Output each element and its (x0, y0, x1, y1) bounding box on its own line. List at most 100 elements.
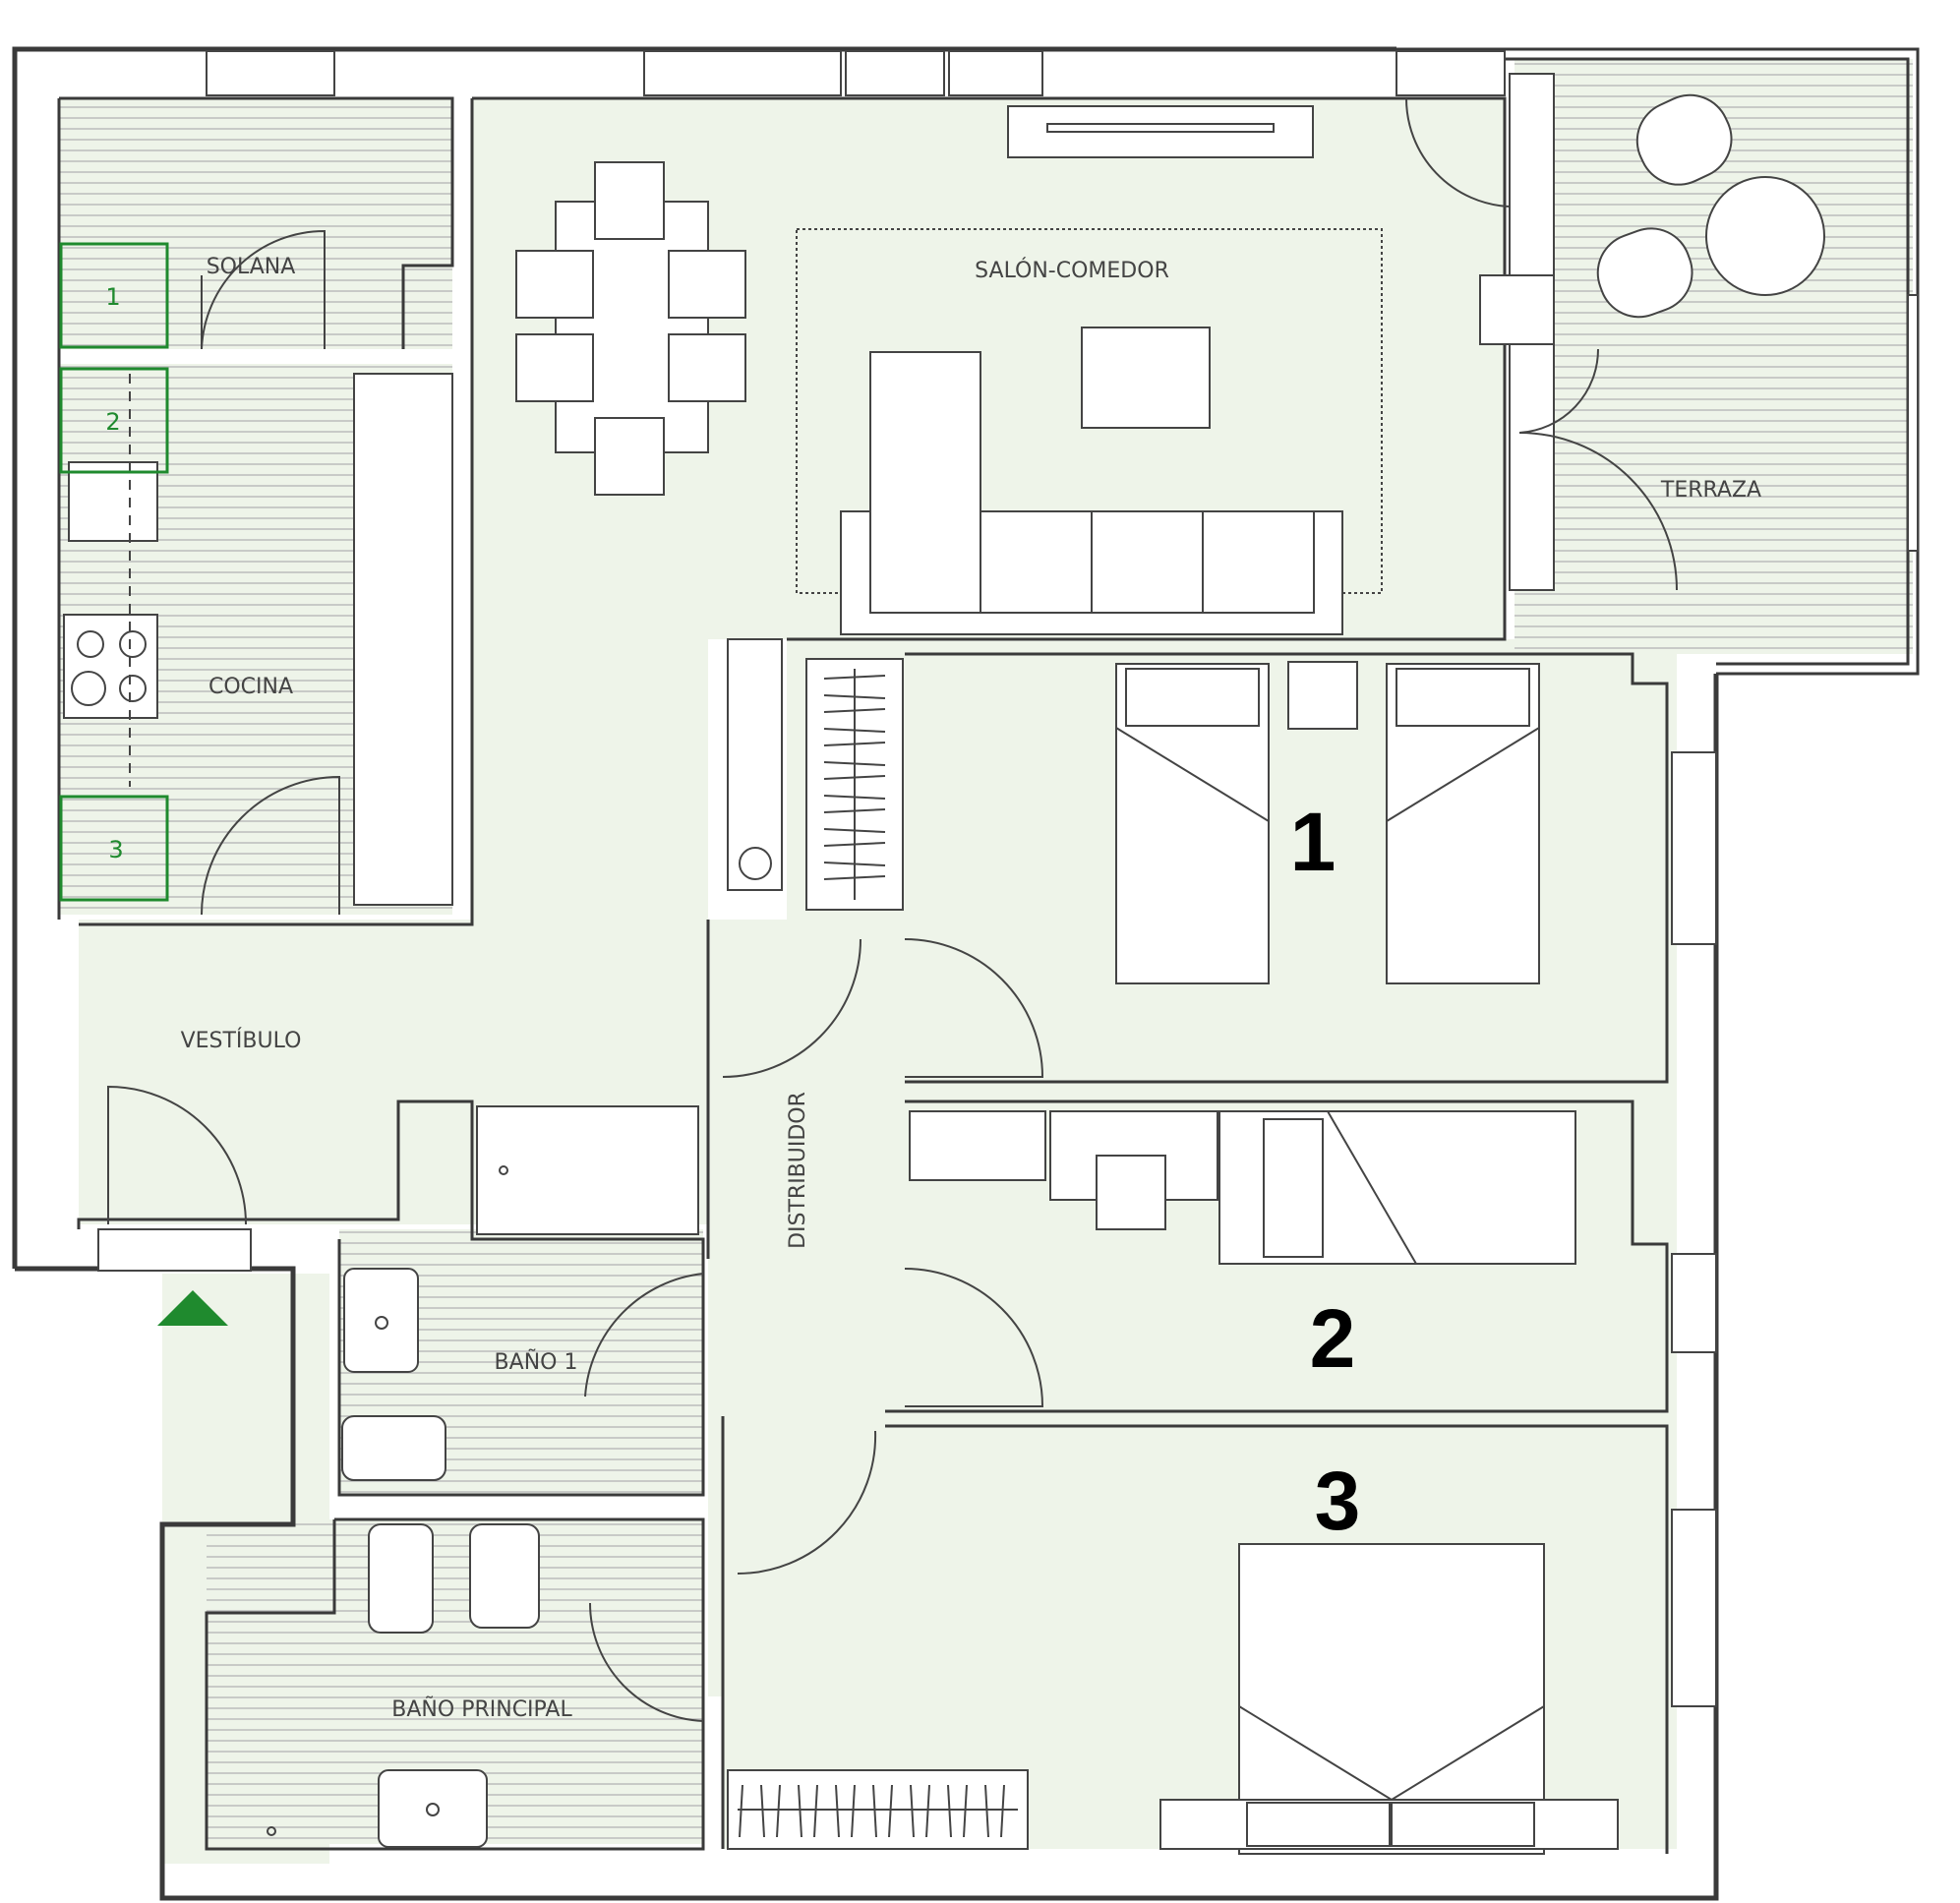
hanger-mark (823, 675, 886, 680)
burner-3 (71, 671, 106, 706)
hanger-mark (776, 1784, 781, 1838)
burner-1 (77, 630, 104, 658)
bed-2-fold (1327, 1110, 1417, 1265)
label-cocina: COCINA (208, 675, 293, 699)
door-bath-principal[interactable] (588, 1602, 704, 1722)
window-terrace-rail (1907, 294, 1919, 552)
walls (12, 46, 1920, 1901)
wall-salon-left (79, 98, 474, 926)
dining-chair-l1 (515, 250, 594, 319)
window-dorm2 (1671, 1253, 1717, 1353)
floor-distribuidor (718, 920, 905, 1696)
hanger-mark (823, 742, 886, 746)
dining-chair-bottom (594, 417, 665, 496)
hanger-mark (910, 1784, 915, 1838)
door-dorm1[interactable] (904, 938, 1044, 1078)
nightstand-1 (1287, 661, 1358, 730)
kitchen-marker-3-label: 3 (108, 836, 123, 863)
hanger-mark (925, 1784, 930, 1838)
bed-3-pillow-l (1246, 1802, 1391, 1847)
hanger-mark (823, 775, 886, 780)
toilet-p (368, 1523, 434, 1634)
sink-p (378, 1769, 488, 1848)
dining-chair-top (594, 161, 665, 240)
wall-bath1 (77, 1100, 705, 1497)
kitchen-marker-3[interactable] (59, 795, 169, 902)
kitchen-furniture (63, 373, 453, 906)
hanger-mark (823, 875, 886, 880)
door-terrace-side-2[interactable] (1518, 432, 1678, 591)
tv (1046, 123, 1275, 133)
wall-dorm3-outline (885, 1424, 1669, 1854)
window-terrace-pillar (1479, 274, 1555, 345)
floor-areas (59, 59, 1913, 1864)
shower-1 (476, 1105, 699, 1235)
hanger-mark (1000, 1784, 1005, 1838)
hanger-mark (739, 1784, 743, 1838)
door-terrace-side-1[interactable] (1518, 348, 1600, 434)
label-vestibulo: VESTÍBULO (181, 1028, 302, 1053)
door-dorm3[interactable] (737, 1430, 877, 1575)
hanger-mark (823, 694, 886, 699)
sink-p-drain (426, 1803, 440, 1816)
wall-dorm2-outline (885, 1100, 1669, 1413)
hanger-mark (984, 1784, 989, 1838)
floor-solana[interactable] (59, 98, 452, 349)
hanger-mark (760, 1784, 765, 1838)
coffee-table (1081, 327, 1211, 429)
room-labels: SOLANA COCINA VESTÍBULO SALÓN-COMEDOR TE… (181, 255, 1762, 1722)
wall-kitchen-top (59, 96, 454, 349)
shower-1-drain (499, 1165, 508, 1175)
kitchen-markers: 1 2 3 (59, 242, 228, 1326)
bedroom-number-3: 3 (1315, 1455, 1361, 1547)
dining-chair-r2 (668, 333, 746, 402)
door-bath1[interactable] (584, 1273, 704, 1398)
terrace-table (1705, 176, 1825, 296)
sofa-seat-2 (1091, 510, 1204, 614)
door-dorm2[interactable] (904, 1268, 1044, 1407)
doors (107, 97, 1678, 1722)
label-bano-principal: BAÑO PRINCIPAL (391, 1695, 572, 1722)
hanger-mark (947, 1784, 952, 1838)
wall-bathp (205, 1517, 705, 1851)
kitchen-counter (353, 373, 453, 906)
label-bano1: BAÑO 1 (495, 1348, 578, 1375)
dorm2-furniture (909, 1110, 1576, 1265)
hanger-mark (963, 1784, 968, 1838)
salon-furniture (515, 105, 1383, 635)
kitchen-marker-2[interactable] (59, 367, 169, 474)
label-terraza: TERRAZA (1660, 478, 1761, 503)
hanger-mark (798, 1784, 802, 1838)
hanger-mark (888, 1784, 893, 1838)
door-cocina[interactable] (201, 775, 340, 916)
entrance-triangle-icon[interactable] (157, 1290, 228, 1326)
burner-2 (119, 630, 147, 658)
kitchen-marker-1[interactable] (59, 242, 169, 349)
door-entrance[interactable] (107, 1085, 247, 1225)
hanger-mark (823, 728, 886, 733)
hanger-mark (851, 1784, 856, 1838)
hanger-mark (813, 1784, 818, 1838)
toilet-1 (341, 1415, 446, 1481)
bed-2-pillow (1263, 1118, 1324, 1258)
door-solana[interactable] (201, 229, 326, 350)
dorm1-furniture (727, 638, 1540, 984)
outer-wall-entrance-right (159, 674, 1719, 1901)
terrace-chair-2 (1596, 227, 1693, 319)
kitchen-stove (63, 614, 158, 719)
door-corridor-1[interactable] (722, 938, 861, 1078)
window-kitchen (206, 50, 335, 96)
dining-chair-l2 (515, 333, 594, 402)
bedroom-number-2: 2 (1310, 1292, 1356, 1385)
terrace-furniture (1596, 93, 1825, 319)
bed-1b-pillow (1396, 668, 1530, 727)
desk-left (909, 1110, 1046, 1181)
hanger-mark (823, 842, 886, 847)
bedroom-number-1: 1 (1290, 796, 1336, 888)
window-salon-1 (643, 50, 842, 96)
door-terrace-main[interactable] (1404, 97, 1511, 208)
bed-1b-fold (1386, 727, 1540, 822)
sink-1-drain (375, 1316, 388, 1330)
window-entrance (97, 1228, 252, 1272)
